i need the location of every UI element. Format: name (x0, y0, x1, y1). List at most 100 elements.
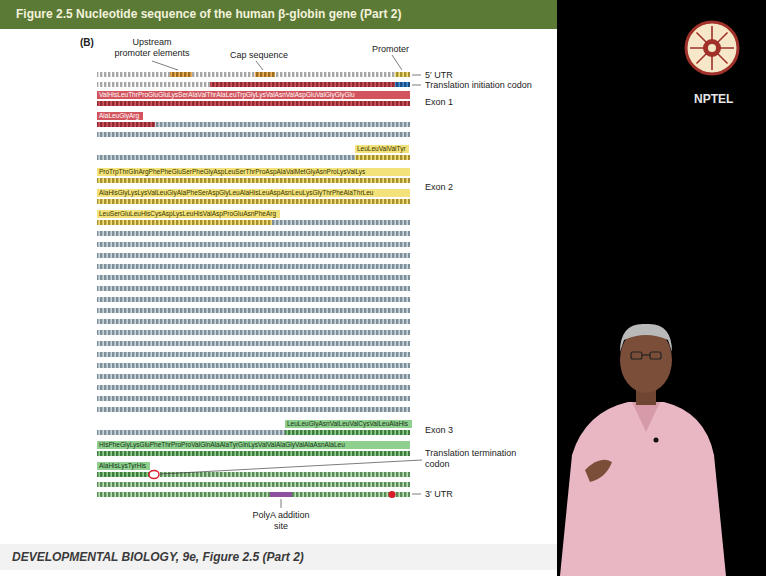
nucleotide-rows-part (160, 472, 410, 477)
exon-label: Exon 2 (425, 182, 453, 193)
amino-acid-sequence: LeuLeuGlyAsnValLeuValCysValLeuAlaHis (287, 420, 408, 427)
amino-acid-sequence: ProTrpThrGlnArgPhePheGluSerPheGlyAspLeuS… (99, 168, 365, 175)
nucleotide-rows-part (97, 472, 149, 477)
figure-caption: DEVELOPMENTAL BIOLOGY, 9e, Figure 2.5 (P… (12, 550, 304, 564)
figure-title: Figure 2.5 Nucleotide sequence of the hu… (16, 7, 401, 21)
nucleotide-rows-part (97, 319, 410, 324)
nptel-logo-part (703, 39, 721, 57)
promoter-label: Promoter (372, 44, 409, 55)
nucleotide-rows-part (155, 122, 410, 127)
nucleotide-rows-part (97, 122, 155, 127)
leader-lines-part (412, 85, 421, 86)
nucleotide-rows-part (97, 374, 410, 379)
leader-lines-part (152, 61, 178, 70)
nucleotide-rows-part (385, 492, 410, 497)
amino-acid-sequence: AlaHisGlyLysLysValLeuGlyAlaPheSerAspGlyL… (99, 189, 373, 196)
nucleotide-rows-part (270, 492, 292, 497)
leader-lines-part (160, 460, 422, 474)
exon-label: Exon 1 (425, 97, 453, 108)
amino-acid-band: LeuSerGluLeuHisCysAspLysLeuHisValAspProG… (97, 210, 280, 218)
nucleotide-rows-part (275, 72, 395, 77)
presenter (560, 324, 726, 576)
amino-acid-sequence: AlaHisLysTyrHis (99, 462, 146, 469)
nucleotide-rows-part (97, 286, 410, 291)
amino-acid-sequence: ValHisLeuThrProGluGluLysSerAlaValThrAlaL… (99, 91, 355, 98)
nucleotide-rows-part (97, 199, 410, 204)
leader-lines-part (392, 55, 402, 70)
exon-label: Exon 3 (425, 425, 453, 436)
nucleotide-rows-part (97, 451, 410, 456)
nucleotide-rows-part (97, 330, 410, 335)
nucleotide-rows-part (97, 430, 285, 435)
nucleotide-rows-part (97, 308, 410, 313)
promoter-elements-label: Upstream promoter elements (114, 37, 190, 59)
nucleotide-rows-part (97, 363, 410, 368)
figure-part (642, 354, 650, 355)
nucleotide-rows-part (97, 178, 410, 183)
nucleotide-rows-part (97, 101, 410, 106)
nucleotide-rows-part (170, 72, 192, 77)
presenter-part (654, 438, 659, 443)
nucleotide-rows-part (97, 72, 170, 77)
nucleotide-rows-part (97, 492, 270, 497)
nptel-wordmark: NPTEL (694, 92, 733, 106)
termination-codon-label: Translation termination codon (425, 448, 521, 470)
caption-strip (0, 544, 557, 570)
amino-acid-band: ProTrpThrGlnArgPhePheGluSerPheGlyAspLeuS… (97, 168, 410, 176)
nucleotide-rows-part (97, 155, 355, 160)
nucleotide-rows-part (292, 492, 385, 497)
nucleotide-rows-part (97, 264, 410, 269)
nucleotide-rows-part (355, 155, 410, 160)
nucleotide-rows-part (97, 352, 410, 357)
utr-label: 5′ UTR (425, 70, 453, 81)
nucleotide-rows-part (395, 82, 410, 87)
utr-label: 3′ UTR (425, 489, 453, 500)
nptel-logo-part (686, 22, 738, 74)
nucleotide-rows-part (97, 407, 410, 412)
amino-acid-band: AlaHisLysTyrHis (97, 462, 150, 470)
amino-acid-sequence: LeuSerGluLeuHisCysAspLysLeuHisValAspProG… (99, 210, 276, 217)
polya-site-label: PolyA addition site (246, 510, 316, 532)
leader-lines-part (281, 499, 282, 508)
amino-acid-band: LeuLeuGlyAsnValLeuValCysValLeuAlaHis (285, 420, 412, 428)
nucleotide-rows-part (97, 482, 410, 487)
nucleotide-rows (97, 72, 410, 497)
amino-acid-band: HisPheGlyLysGluPheThrProProValGlnAlaAlaT… (97, 441, 410, 449)
nucleotide-rows-part (97, 242, 410, 247)
nucleotide-rows-part (97, 220, 272, 225)
nptel-logo-part (708, 44, 716, 52)
nucleotide-rows-part (97, 275, 410, 280)
amino-acid-sequence: HisPheGlyLysGluPheThrProProValGlnAlaAlaT… (99, 441, 345, 448)
figure-part (697, 33, 728, 64)
amino-acid-sequence: AlaLeuGlyArg (99, 112, 139, 119)
cap-sequence-label: Cap sequence (230, 50, 288, 61)
polya-end-dot (389, 491, 396, 498)
amino-acid-band: ValHisLeuThrProGluGluLysSerAlaValThrAlaL… (97, 91, 410, 99)
nucleotide-rows-part (97, 132, 410, 137)
amino-acid-band: AlaHisGlyLysLysValLeuGlyAlaPheSerAspGlyL… (97, 189, 410, 197)
figure-part (697, 33, 728, 64)
figure-part (631, 352, 642, 359)
amino-acid-band: AlaLeuGlyArg (97, 112, 143, 120)
nucleotide-rows-part (192, 72, 255, 77)
leader-lines-part (412, 75, 421, 76)
nucleotide-rows-part (285, 430, 410, 435)
figure-part (650, 352, 661, 359)
nucleotide-rows-part (97, 396, 410, 401)
initiation-codon-label: Translation initiation codon (425, 80, 532, 91)
nucleotide-rows-part (97, 297, 410, 302)
title-bar (0, 0, 557, 29)
presenter-part (585, 460, 612, 482)
amino-acid-sequence: LeuLeuValValTyr (357, 145, 406, 152)
presenter-part (560, 402, 726, 576)
nucleotide-rows-part (210, 82, 395, 87)
panel-letter: (B) (80, 37, 94, 49)
nptel-logo (686, 22, 738, 74)
nucleotide-rows-part (272, 220, 410, 225)
nucleotide-rows-part (97, 82, 210, 87)
stop-codon-circle (149, 471, 159, 479)
nucleotide-rows-part (97, 231, 410, 236)
nucleotide-rows-part (97, 341, 410, 346)
